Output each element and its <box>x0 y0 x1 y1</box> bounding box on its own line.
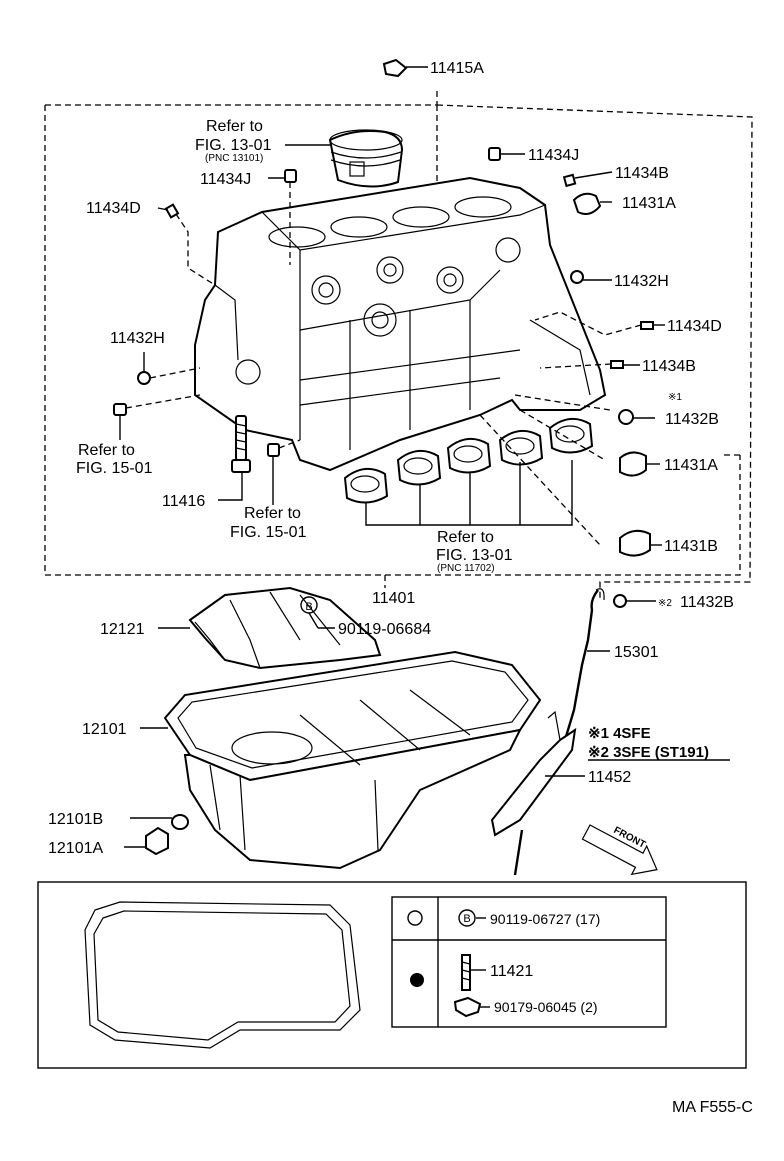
refer-piston-line2: FIG. 13-01 <box>195 137 272 154</box>
pin-mid-refer <box>267 443 280 457</box>
pin-11434J-top <box>488 147 501 161</box>
label-11434D-right: 11434D <box>667 318 722 335</box>
stud-11421-graphic <box>461 954 471 991</box>
refer-piston-pnc: (PNC 13101) <box>205 153 263 164</box>
knock-sensor-11416 <box>231 415 251 473</box>
cylinder-block-graphic <box>194 176 607 472</box>
label-figure-code: MA F555-C <box>672 1099 753 1116</box>
refer-piston-line1: Refer to <box>206 118 263 135</box>
label-11431A-bottom: 11431A <box>664 457 718 474</box>
pin-11434B-right <box>610 360 624 369</box>
plug-11432B-top <box>618 409 634 425</box>
label-15301: 15301 <box>614 644 659 661</box>
pin-11434B-top <box>562 173 577 188</box>
legend-box <box>37 881 747 1069</box>
label-11434D-left: 11434D <box>86 200 141 217</box>
oil-pan-gasket-outline <box>84 901 361 1049</box>
refer-bearing-pnc: (PNC 11702) <box>437 563 495 574</box>
pin-11434D-right <box>640 321 654 330</box>
label-11401: 11401 <box>372 590 415 607</box>
label-11434B-top: 11434B <box>615 165 669 182</box>
label-11431B: 11431B <box>664 538 718 555</box>
leader-11434B-top <box>574 171 613 179</box>
refer-mid-line2: FIG. 15-01 <box>230 524 307 541</box>
plug-11432B-bottom <box>613 594 627 608</box>
oil-pan-graphic <box>163 650 542 870</box>
label-front: FRONT <box>612 825 648 851</box>
label-11432B-bottom: 11432B <box>680 594 734 611</box>
legend-90119-06727: 90119-06727 (17) <box>490 911 600 927</box>
leader-11416 <box>218 472 243 501</box>
plug-11415A <box>382 58 408 78</box>
label-11415A: 11415A <box>430 60 484 77</box>
plug-11431A-bottom <box>619 451 647 477</box>
leader-bearings <box>365 460 573 526</box>
refer-bearing-line2: FIG. 13-01 <box>436 547 513 564</box>
leader-11434D-left <box>157 207 169 211</box>
label-11432H-left: 11432H <box>110 330 165 347</box>
nut-90179-graphic <box>453 996 482 1018</box>
label-11416: 11416 <box>162 493 205 510</box>
legend-90179-06045: 90179-06045 (2) <box>494 999 598 1015</box>
legend-11421: 11421 <box>490 963 533 980</box>
pin-left-refer <box>113 403 127 416</box>
label-11434B-right: 11434B <box>642 358 696 375</box>
assembly-boundary <box>44 88 753 600</box>
label-note-4sfe: ※1 4SFE <box>588 725 651 742</box>
plug-11432H-left <box>137 371 151 385</box>
plug-11431A-top <box>572 192 602 215</box>
refer-left-line2: FIG. 15-01 <box>76 460 153 477</box>
refer-left-line1: Refer to <box>78 442 135 459</box>
pin-11434J-left <box>284 169 297 183</box>
front-arrow-icon <box>581 824 658 876</box>
pin-11434D-left <box>164 203 180 219</box>
leader-B-mark <box>308 612 319 629</box>
label-star1-top: ※1 <box>668 392 682 403</box>
label-12101: 12101 <box>82 721 127 738</box>
bearing-set <box>343 417 594 504</box>
drain-plug-12101A <box>145 826 169 856</box>
label-11434J-left: 11434J <box>200 171 251 188</box>
gasket-12101B <box>171 814 189 830</box>
label-12101B: 12101B <box>48 811 103 828</box>
label-star2: ※2 <box>658 598 672 609</box>
dipstick-graphic <box>563 588 605 741</box>
open-circle-icon <box>407 910 423 926</box>
label-11434J-top: 11434J <box>528 147 579 164</box>
label-note-3sfe: ※2 3SFE (ST191) <box>588 744 709 761</box>
plug-11431B <box>619 529 651 557</box>
refer-bearing-line1: Refer to <box>437 529 494 546</box>
piston-graphic <box>328 129 404 188</box>
label-12101A: 12101A <box>48 840 103 857</box>
label-12121: 12121 <box>100 621 145 638</box>
label-11432H-right: 11432H <box>614 273 669 290</box>
legend-B-mark <box>458 909 476 927</box>
plug-11432H-right <box>570 270 584 284</box>
legend-B-letter: B <box>463 913 470 925</box>
label-90119-06684: 90119-06684 <box>338 621 431 638</box>
label-11432B-top: 11432B <box>665 411 719 428</box>
label-B-mark: B <box>305 601 312 613</box>
baffle-plate-graphic <box>188 586 382 670</box>
filled-circle-icon <box>410 973 424 987</box>
dipstick-guide-graphic <box>490 710 577 876</box>
label-11452: 11452 <box>588 769 631 786</box>
label-11431A-top: 11431A <box>622 195 676 212</box>
refer-mid-line1: Refer to <box>244 505 301 522</box>
fastener-table <box>391 896 667 1028</box>
